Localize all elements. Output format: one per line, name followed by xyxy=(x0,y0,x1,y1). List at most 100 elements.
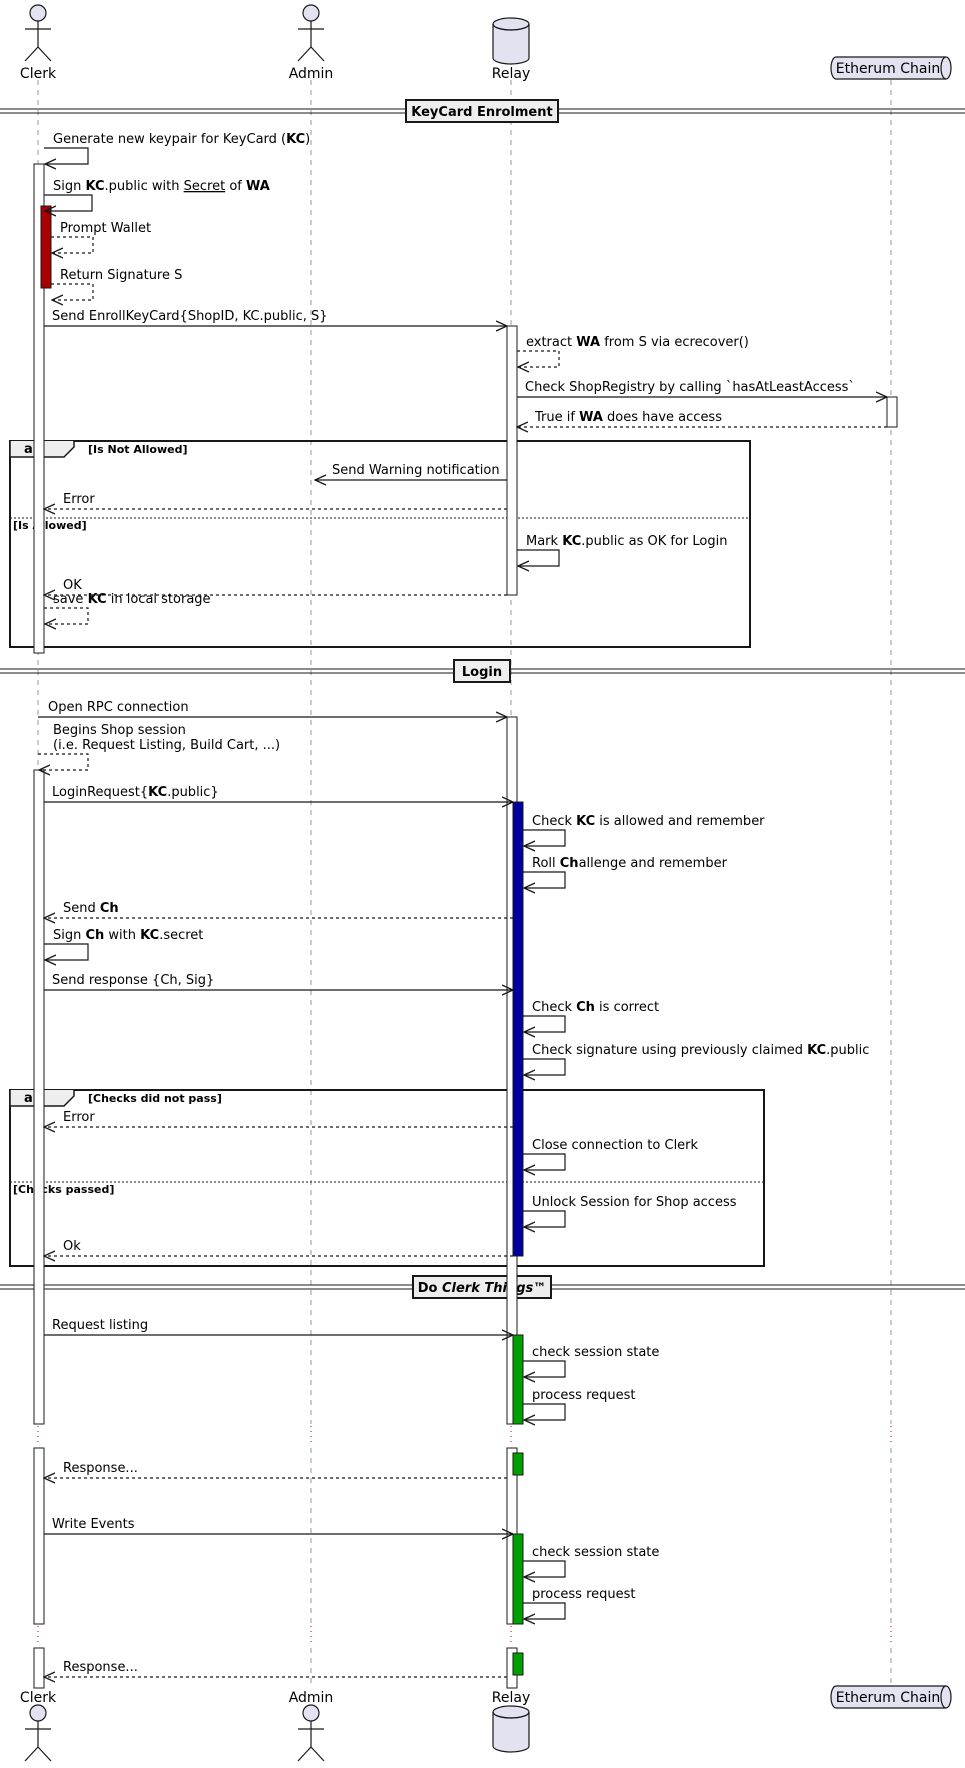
message-m28: Request listing xyxy=(44,1318,513,1335)
divider-label: Do Clerk Things™ xyxy=(418,1281,547,1296)
message-label: Check Ch is correct xyxy=(532,1000,659,1015)
participant-relay: Relay xyxy=(492,17,530,82)
message-m35: Response... xyxy=(44,1660,507,1677)
message-label: Check KC is allowed and remember xyxy=(532,814,765,829)
activation-bar xyxy=(33,769,45,1425)
message-m27: Ok xyxy=(44,1239,513,1256)
message-m23: Check signature using previously claimed… xyxy=(523,1043,869,1075)
message-label: Return Signature S xyxy=(60,268,182,283)
message-arrow xyxy=(523,1058,566,1075)
activation-bar xyxy=(33,1447,45,1625)
divider-div-enrol: KeyCard Enrolment xyxy=(0,99,965,123)
message-arrow xyxy=(523,1153,566,1170)
message-label: Response... xyxy=(63,1660,138,1675)
message-label: Send Warning notification xyxy=(332,463,500,478)
activation-bar xyxy=(512,1533,524,1625)
message-label: Sign KC.public with Secret of WA xyxy=(53,179,270,194)
message-label: Check signature using previously claimed… xyxy=(532,1043,869,1058)
message-m30: process request xyxy=(523,1388,636,1420)
participant-chain: Etherum Chain xyxy=(830,56,952,80)
message-m32: Write Events xyxy=(44,1517,513,1534)
message-m33: check session state xyxy=(523,1545,659,1577)
message-label: Open RPC connection xyxy=(48,700,189,715)
participant-admin-bottom: Admin xyxy=(289,1690,334,1762)
message-arrow xyxy=(523,1403,566,1420)
message-label: Unlock Session for Shop access xyxy=(532,1195,737,1210)
message-arrow xyxy=(523,1015,566,1032)
message-m34: process request xyxy=(523,1587,636,1619)
divider-label: Login xyxy=(462,665,502,680)
message-arrow xyxy=(51,283,94,300)
activation-bar xyxy=(506,325,518,596)
message-m20: Sign Ch with KC.secret xyxy=(44,928,203,960)
message-label: Mark KC.public as OK for Login xyxy=(526,534,727,549)
group-condition: [Checks passed] xyxy=(13,1183,114,1196)
message-label: Generate new keypair for KeyCard (KC) xyxy=(53,132,310,147)
message-label: Check ShopRegistry by calling `hasAtLeas… xyxy=(525,380,855,395)
message-label: Send EnrollKeyCard{ShopID, KC.public, S} xyxy=(52,309,328,324)
message-m1: Generate new keypair for KeyCard (KC) xyxy=(44,132,310,164)
message-label: Sign Ch with KC.secret xyxy=(53,928,203,943)
message-arrow xyxy=(523,829,566,846)
message-label: process request xyxy=(532,1388,636,1403)
participant-label: Admin xyxy=(289,66,334,82)
message-label: LoginRequest{KC.public} xyxy=(52,785,219,800)
participant-clerk-bottom: Clerk xyxy=(20,1690,57,1762)
message-m9: Send Warning notification xyxy=(315,463,507,480)
actor-icon xyxy=(29,1704,47,1722)
message-label: Roll Challenge and remember xyxy=(532,856,728,871)
message-arrow xyxy=(523,871,566,888)
divider-label: KeyCard Enrolment xyxy=(411,105,552,120)
message-m6: extract WA from S via ecrecover() xyxy=(517,335,749,367)
database-icon xyxy=(492,24,530,65)
message-m5: Send EnrollKeyCard{ShopID, KC.public, S} xyxy=(44,309,507,326)
message-m31: Response... xyxy=(44,1461,507,1478)
message-arrow xyxy=(44,147,89,164)
activation-bar xyxy=(886,396,898,428)
message-arrow xyxy=(44,943,89,960)
message-arrow xyxy=(523,1560,566,1577)
group-condition: [Is Not Allowed] xyxy=(88,443,187,456)
message-m3: Prompt Wallet xyxy=(51,221,151,253)
message-m24: Error xyxy=(44,1110,513,1127)
message-m26: Unlock Session for Shop access xyxy=(523,1195,737,1227)
message-arrow xyxy=(44,607,89,624)
activation-bar xyxy=(512,801,524,1257)
participant-admin: Admin xyxy=(289,4,334,82)
message-m2: Sign KC.public with Secret of WA xyxy=(44,179,270,211)
message-label: Error xyxy=(63,492,95,507)
activation-bar xyxy=(40,205,52,289)
message-label: save KC in local storage xyxy=(53,592,211,607)
message-m22: Check Ch is correct xyxy=(523,1000,659,1032)
participant-label: Etherum Chain xyxy=(836,61,941,77)
divider-div-login: Login xyxy=(0,659,965,683)
message-label: Ok xyxy=(63,1239,81,1254)
participant-label: Relay xyxy=(492,1690,530,1706)
message-label: OK xyxy=(63,578,82,593)
message-m15: Begins Shop session(i.e. Request Listing… xyxy=(38,723,280,770)
participant-label: Admin xyxy=(289,1690,334,1706)
group-alt-2: alt[Checks did not pass][Checks passed] xyxy=(9,1089,765,1267)
message-m14: Open RPC connection xyxy=(38,700,507,717)
message-arrow xyxy=(51,236,94,253)
activation-bar xyxy=(33,1647,45,1689)
message-label: True if WA does have access xyxy=(534,410,722,425)
message-m8: True if WA does have access xyxy=(517,410,887,427)
message-label: Send Ch xyxy=(63,901,119,916)
group-alt-1: alt[Is Not Allowed][Is Allowed] xyxy=(9,440,751,648)
message-label: check session state xyxy=(532,1545,659,1560)
message-label: Request listing xyxy=(52,1318,148,1333)
group-condition: [Is Allowed] xyxy=(13,519,87,532)
activation-bar xyxy=(512,1334,524,1425)
participant-label: Clerk xyxy=(20,66,57,82)
message-label: Prompt Wallet xyxy=(60,221,151,236)
message-arrow xyxy=(523,1360,566,1377)
message-label: Close connection to Clerk xyxy=(532,1138,699,1153)
message-arrow xyxy=(38,753,89,770)
participant-label: Relay xyxy=(492,66,530,82)
message-label: Write Events xyxy=(52,1517,135,1532)
message-m25: Close connection to Clerk xyxy=(523,1138,699,1170)
message-m12: OK xyxy=(44,578,507,595)
message-m13: save KC in local storage xyxy=(44,592,211,624)
